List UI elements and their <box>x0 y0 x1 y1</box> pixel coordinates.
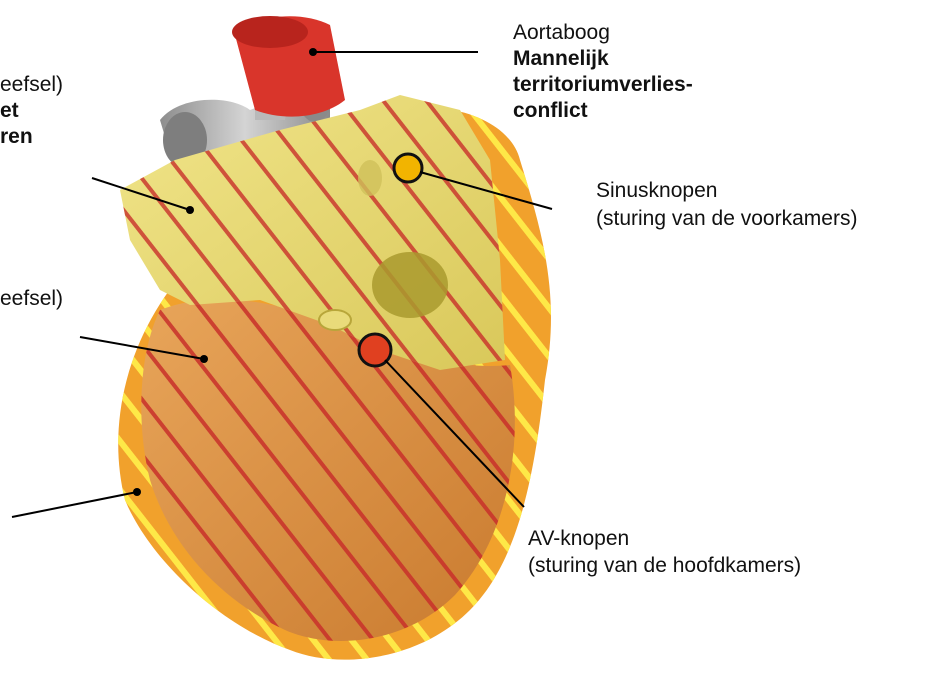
aorta-conflict-line3: conflict <box>513 98 588 124</box>
aorta-conflict-line2: territoriumverlies- <box>513 72 693 98</box>
av-desc-label: (sturing van de hoofdkamers) <box>528 553 801 579</box>
wall-leader-line <box>12 492 137 517</box>
left-top-label-line2: et <box>0 98 19 124</box>
sinus-desc-label: (sturing van de voorkamers) <box>596 206 857 232</box>
wall-leader-dot <box>133 488 141 496</box>
aorta-conflict-line1: Mannelijk <box>513 46 609 72</box>
left-top-label-line3: ren <box>0 124 33 150</box>
aorta-leader-dot <box>309 48 317 56</box>
sinus-node <box>394 154 422 182</box>
sinus-name-label: Sinusknopen <box>596 178 717 204</box>
av-name-label: AV-knopen <box>528 526 629 552</box>
ventricle-leader-dot <box>200 355 208 363</box>
aortic-arch <box>232 16 345 117</box>
aorta-name-label: Aortaboog <box>513 20 610 46</box>
left-mid-label-line1: eefsel) <box>0 286 63 312</box>
left-top-label-line1: eefsel) <box>0 72 63 98</box>
atrium-leader-dot <box>186 206 194 214</box>
